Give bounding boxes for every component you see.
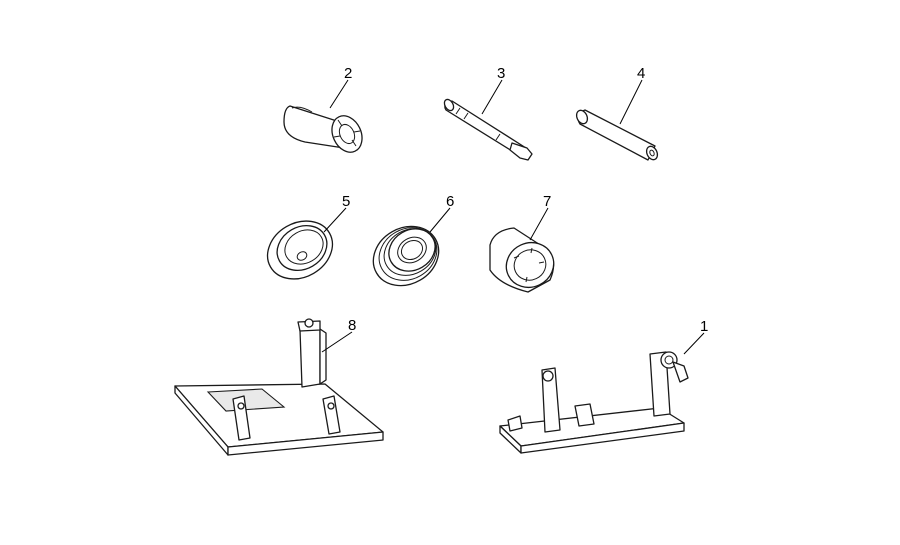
part-6-ribbed-ring: 6	[372, 193, 454, 287]
callout-3: 3	[497, 65, 505, 82]
leader-line-7	[529, 207, 549, 241]
leader-line-1	[683, 332, 705, 355]
leader-line-8	[321, 331, 353, 353]
callout-6: 6	[446, 193, 454, 210]
callout-8: 8	[348, 317, 356, 334]
leader-line-4	[619, 79, 643, 125]
part-2-slotted-socket: 2	[283, 65, 363, 153]
leader-line-6	[429, 207, 451, 233]
leader-line-3	[481, 79, 503, 115]
leader-line-5	[323, 207, 347, 233]
callout-4: 4	[637, 65, 645, 82]
part-4-pin: 4	[575, 65, 659, 161]
callout-7: 7	[543, 193, 551, 210]
part-1-bench-fixture: 1	[499, 318, 708, 454]
callout-5: 5	[342, 193, 350, 210]
part-7-castellated-socket: 7	[489, 193, 555, 293]
callout-2: 2	[344, 65, 352, 82]
part-3-threaded-rod: 3	[443, 65, 533, 161]
callout-1: 1	[700, 318, 708, 335]
part-5-disc-adapter: 5	[266, 193, 350, 280]
leader-line-2	[329, 79, 349, 109]
part-8-base-plate-fixture: 8	[174, 317, 384, 456]
